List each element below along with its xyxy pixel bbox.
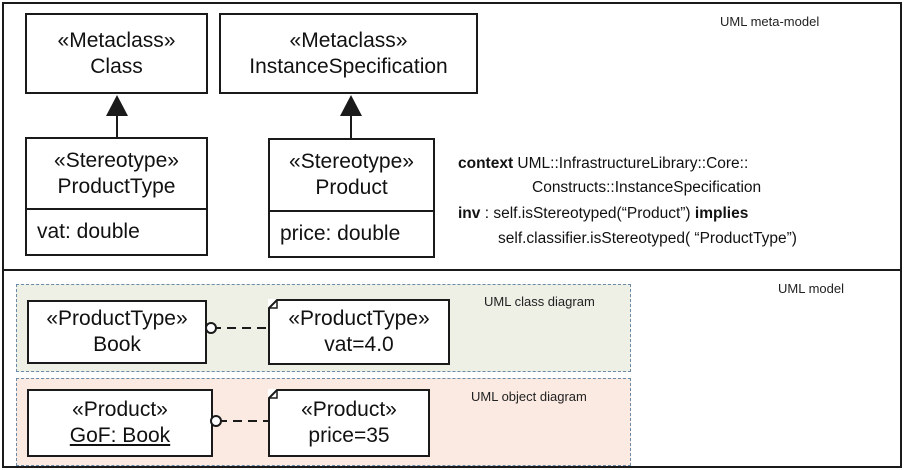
stereotype-producttype-stereotype: «Stereotype»	[54, 148, 179, 172]
extension-arrowhead-product	[340, 95, 362, 116]
producttype-note-stereotype: «ProductType»	[288, 307, 430, 330]
producttype-note-outline	[268, 299, 450, 365]
gof-book-object-stereotype: «Product»	[72, 398, 168, 421]
producttype-note-value: vat=4.0	[324, 333, 394, 356]
ocl-line-1: context UML::InfrastructureLibrary::Core…	[458, 152, 748, 176]
metaclass-class-name: Class	[90, 54, 143, 78]
metaclass-instspec-box[interactable]: «Metaclass» InstanceSpecification	[219, 13, 478, 94]
stereotype-producttype-name: ProductType	[57, 174, 176, 198]
class-diagram-label: UML class diagram	[484, 294, 595, 309]
metaclass-instspec-name: InstanceSpecification	[249, 54, 448, 78]
inv-text-2: self.classifier.isStereotyped( “ProductT…	[498, 230, 797, 247]
model-label: UML model	[778, 281, 844, 296]
product-note-outline	[268, 389, 430, 457]
stereotype-product-stereotype: «Stereotype»	[289, 150, 414, 173]
stereotype-producttype-box[interactable]: «Stereotype» ProductType vat: double	[25, 137, 208, 256]
inv-keyword: inv	[458, 205, 481, 222]
note-anchor-circle-book	[205, 322, 217, 334]
product-note-value: price=35	[308, 424, 390, 447]
stereotype-product-attribute: price: double	[270, 210, 433, 256]
context-path-1: UML::InfrastructureLibrary::Core::	[513, 155, 749, 172]
book-class-box[interactable]: «ProductType» Book	[27, 300, 207, 364]
metaclass-instspec-stereotype: «Metaclass»	[289, 28, 408, 52]
model-panel	[2, 269, 902, 468]
context-keyword: context	[458, 155, 514, 172]
context-path-2: Constructs::InstanceSpecification	[532, 179, 762, 196]
book-class-name: Book	[93, 333, 141, 356]
stereotype-product-name: Product	[315, 176, 388, 199]
stereotype-product-box[interactable]: «Stereotype» Product price: double	[268, 138, 435, 258]
metamodel-label: UML meta-model	[720, 14, 820, 29]
producttype-note[interactable]: «ProductType» vat=4.0	[268, 299, 450, 365]
note-anchor-circle-gof	[210, 415, 222, 427]
gof-book-object-name: GoF: Book	[69, 424, 171, 447]
book-class-stereotype: «ProductType»	[46, 307, 188, 330]
product-note[interactable]: «Product» price=35	[268, 389, 430, 457]
gof-book-object-box[interactable]: «Product» GoF: Book	[27, 389, 213, 457]
implies-keyword: implies	[694, 205, 749, 222]
extension-arrowhead-producttype	[106, 95, 128, 116]
ocl-line-4: self.classifier.isStereotyped( “ProductT…	[498, 227, 797, 251]
inv-text-1: : self.isStereotyped(“Product”)	[480, 205, 695, 222]
ocl-line-3: inv : self.isStereotyped(“Product”) impl…	[458, 202, 748, 226]
metaclass-class-stereotype: «Metaclass»	[57, 28, 176, 52]
ocl-line-2: Constructs::InstanceSpecification	[532, 176, 761, 200]
stereotype-producttype-attribute: vat: double	[27, 208, 206, 254]
product-note-stereotype: «Product»	[301, 398, 397, 421]
object-diagram-label: UML object diagram	[471, 389, 587, 404]
metaclass-class-box[interactable]: «Metaclass» Class	[25, 13, 208, 94]
